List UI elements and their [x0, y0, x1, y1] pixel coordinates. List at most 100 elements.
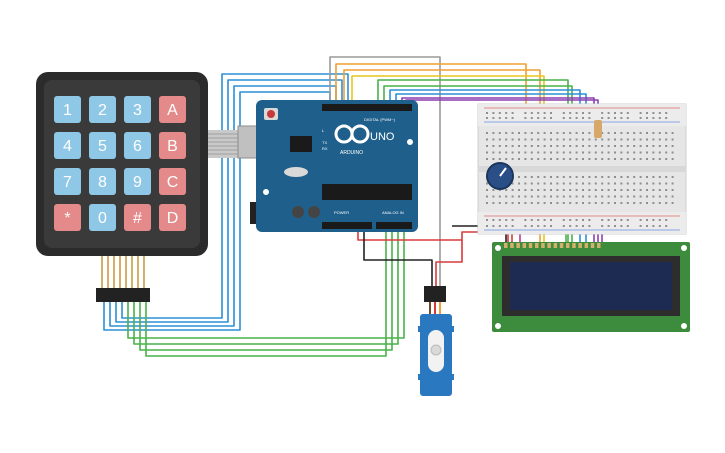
breadboard-hole — [575, 138, 578, 141]
analog-header[interactable] — [376, 222, 412, 229]
keypad-key-8[interactable]: 8 — [89, 168, 116, 195]
lcd-pin[interactable] — [553, 243, 558, 248]
lcd-pin[interactable] — [572, 243, 576, 248]
lcd-pin[interactable] — [578, 243, 582, 248]
breadboard-hole — [620, 138, 623, 141]
breadboard-hole — [646, 225, 648, 227]
keypad-key-cap — [54, 204, 81, 231]
breadboard-hole — [575, 132, 578, 134]
breadboard-hole — [486, 132, 488, 134]
lcd-pin[interactable] — [510, 243, 514, 248]
power-header[interactable] — [322, 222, 372, 229]
keypad-key-5[interactable]: 5 — [89, 132, 116, 159]
breadboard-hole — [562, 112, 565, 114]
keypad-key-7[interactable]: 7 — [54, 168, 81, 195]
lcd-pin[interactable] — [584, 243, 589, 248]
breadboard-hole — [492, 132, 495, 134]
breadboard-hole — [626, 189, 629, 191]
lcd-pin[interactable] — [559, 243, 564, 248]
keypad-key-D[interactable]: D — [159, 204, 186, 231]
breadboard-hole — [626, 176, 629, 178]
breadboard-hole — [639, 176, 642, 178]
servo-connector[interactable] — [424, 286, 446, 302]
keypad-key-C[interactable]: C — [159, 168, 186, 195]
lcd-hole-4 — [681, 323, 687, 329]
breadboard-hole — [658, 189, 661, 191]
keypad-key-label: A — [167, 102, 178, 119]
keypad-key-1[interactable]: 1 — [54, 96, 81, 123]
lcd-pin[interactable] — [522, 243, 527, 248]
keypad-key-4[interactable]: 4 — [54, 132, 81, 159]
keypad-key-6[interactable]: 6 — [124, 132, 151, 159]
breadboard-hole — [588, 158, 591, 160]
keypad-key-B[interactable]: B — [159, 132, 186, 159]
breadboard-hole — [530, 117, 533, 119]
breadboard-hole — [550, 158, 552, 160]
lcd-pin[interactable] — [504, 243, 508, 248]
keypad-key-3[interactable]: 3 — [124, 96, 151, 123]
breadboard-hole — [601, 117, 604, 119]
breadboard-hole — [505, 158, 508, 160]
breadboard-hole — [530, 195, 533, 198]
keypad-key-cap — [89, 96, 116, 123]
breadboard-hole — [607, 151, 610, 154]
keypad-key-label: 3 — [133, 102, 142, 119]
breadboard-hole — [486, 138, 488, 141]
keypad-key-*[interactable]: * — [54, 204, 81, 231]
breadboard-hole — [569, 117, 572, 119]
breadboard-hole — [486, 151, 488, 154]
lcd-pin[interactable] — [528, 243, 533, 248]
breadboard-hole — [530, 176, 533, 178]
breadboard-hole — [562, 176, 565, 178]
breadboard-hole — [626, 112, 629, 114]
breadboard-hole — [652, 189, 655, 191]
keypad-key-9[interactable]: 9 — [124, 168, 151, 195]
breadboard-hole — [665, 117, 668, 119]
breadboard-hole — [620, 112, 623, 114]
breadboard-hole — [582, 195, 584, 198]
keypad-key-0[interactable]: 0 — [89, 204, 116, 231]
keypad-key-A[interactable]: A — [159, 96, 186, 123]
lcd-pin-header[interactable] — [504, 243, 601, 248]
lcd-pin[interactable] — [590, 243, 595, 248]
breadboard-hole — [537, 182, 540, 185]
lcd-pin[interactable] — [547, 243, 551, 248]
breadboard-hole — [633, 182, 636, 185]
breadboard-hole — [511, 182, 514, 185]
wire-orange-1 — [335, 63, 527, 128]
breadboard-hole — [511, 189, 514, 191]
wire-keypad-green-4 — [145, 222, 387, 357]
lcd-pin[interactable] — [535, 243, 539, 248]
keypad-key-#[interactable]: # — [124, 204, 151, 231]
usb-chip — [290, 136, 312, 152]
breadboard-hole — [486, 202, 488, 204]
keypad-header-connector[interactable] — [96, 288, 150, 302]
lcd-pin[interactable] — [597, 243, 601, 248]
capacitor-2 — [308, 206, 320, 218]
breadboard-hole — [614, 189, 616, 191]
breadboard-hole — [505, 132, 508, 134]
lcd-pin[interactable] — [566, 243, 570, 248]
keypad-key-label: 6 — [133, 138, 142, 155]
breadboard-hole — [537, 145, 540, 147]
breadboard-hole — [550, 219, 552, 221]
breadboard-hole — [646, 138, 648, 141]
breadboard-hole — [530, 145, 533, 147]
keypad-key-2[interactable]: 2 — [89, 96, 116, 123]
breadboard-hole — [537, 202, 540, 204]
breadboard-hole — [639, 219, 642, 221]
breadboard-hole — [543, 145, 546, 147]
lcd-pin[interactable] — [516, 243, 520, 248]
breadboard-hole — [620, 219, 623, 221]
breadboard-hole — [665, 176, 668, 178]
digital-header[interactable] — [322, 104, 412, 111]
breadboard-hole — [543, 225, 546, 227]
breadboard-hole — [607, 182, 610, 185]
lcd-pin[interactable] — [541, 243, 545, 248]
breadboard-hole — [646, 176, 648, 178]
breadboard-hole — [646, 117, 648, 119]
breadboard-hole — [486, 158, 488, 160]
breadboard-hole — [518, 151, 520, 154]
breadboard-hole — [524, 117, 527, 119]
